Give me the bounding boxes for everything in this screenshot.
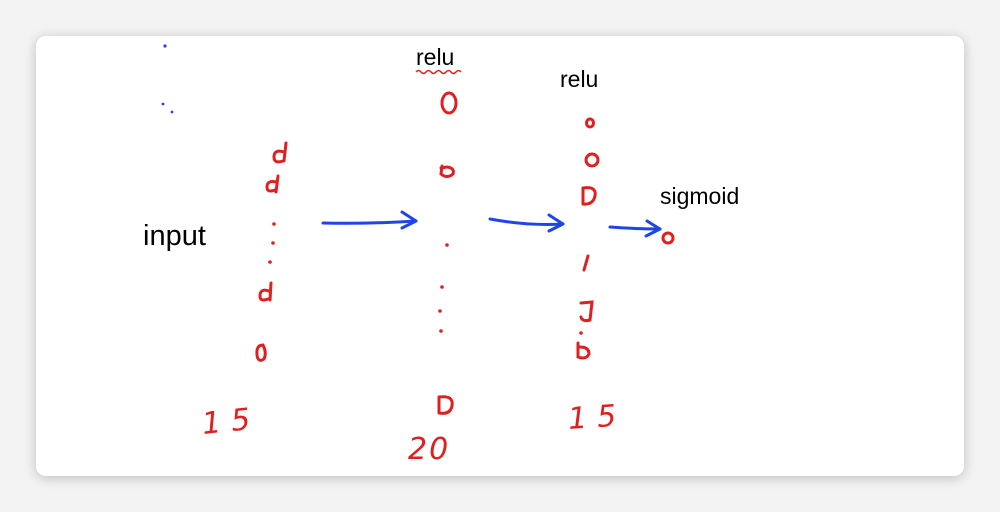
input-node-4 bbox=[255, 343, 267, 362]
output-activation-label: sigmoid bbox=[660, 183, 740, 209]
layer1-unit-count: 20 bbox=[408, 432, 451, 467]
layer1-activation-label: relu bbox=[416, 44, 455, 70]
layer2-node-3 bbox=[581, 186, 597, 206]
layer1-node-3 bbox=[437, 395, 454, 415]
input-unit-count: 15 bbox=[200, 401, 262, 442]
spellcheck-underline bbox=[415, 69, 462, 75]
input-node-3 bbox=[258, 281, 273, 302]
layer2-ellipsis bbox=[579, 331, 583, 335]
layer2-node-4 bbox=[582, 254, 590, 272]
input-layer-label: input bbox=[143, 220, 206, 252]
layer2-activation-label: relu bbox=[560, 66, 599, 92]
layer1-node-1 bbox=[440, 91, 458, 115]
arrow-layer1-to-layer2 bbox=[488, 213, 565, 233]
layer2-node-1 bbox=[585, 117, 595, 129]
layer1-node-2 bbox=[439, 164, 455, 178]
input-node-1 bbox=[272, 141, 288, 164]
layer2-unit-count: 15 bbox=[566, 398, 628, 437]
layer2-node-2 bbox=[584, 152, 600, 168]
output-node bbox=[661, 231, 675, 245]
input-node-2 bbox=[265, 174, 280, 194]
input-ellipsis bbox=[268, 222, 276, 264]
layer1-ellipsis bbox=[438, 243, 449, 333]
whiteboard-canvas bbox=[36, 36, 964, 476]
layer1-nodes bbox=[437, 91, 458, 415]
arrow-layer2-to-output bbox=[608, 219, 662, 238]
layer2-nodes bbox=[576, 117, 600, 360]
layer2-node-6 bbox=[576, 341, 591, 360]
stray-marks bbox=[161, 44, 174, 114]
layer2-node-5 bbox=[579, 300, 594, 323]
arrow-input-to-layer1 bbox=[321, 210, 418, 230]
input-nodes bbox=[255, 141, 288, 362]
